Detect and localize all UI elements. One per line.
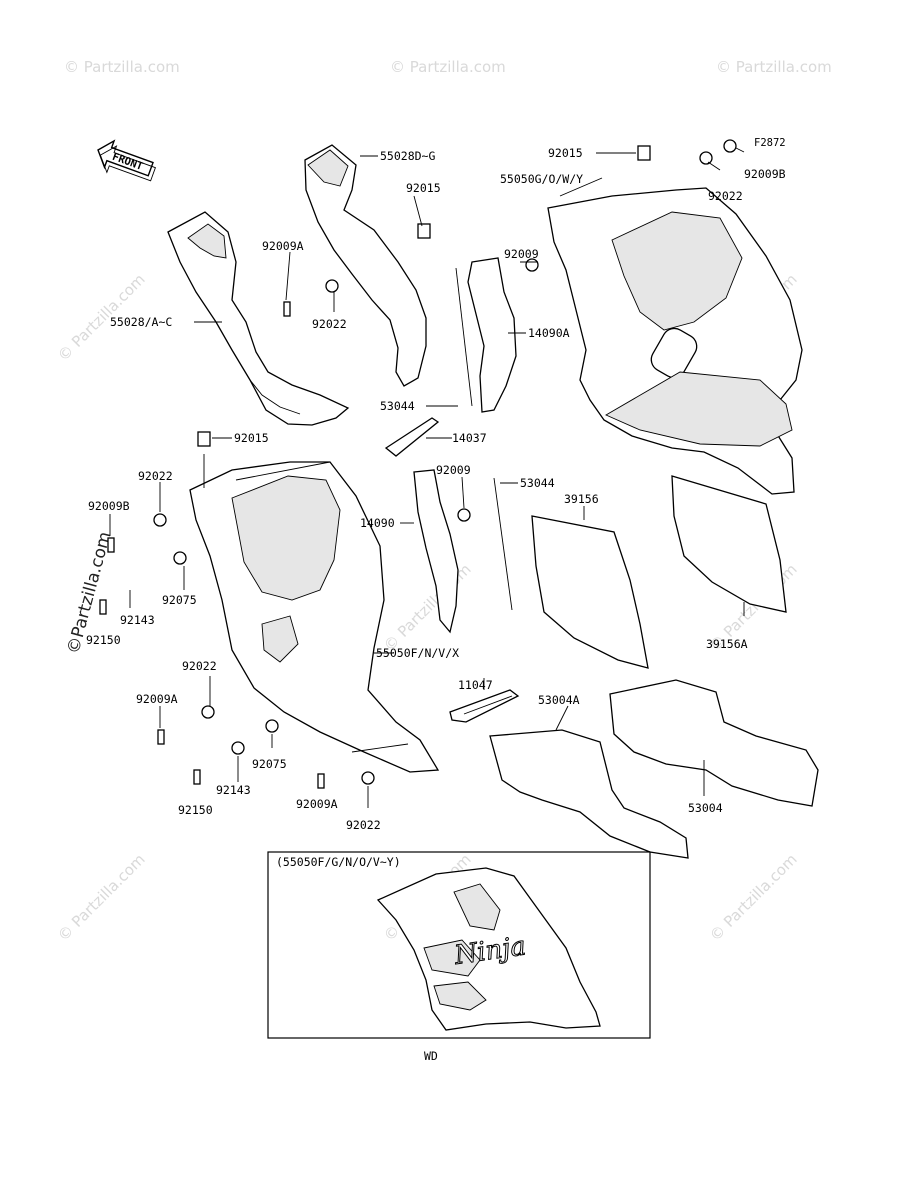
watermark: © Partzilla.com (64, 58, 180, 76)
part-label: 14090 (360, 516, 395, 530)
part-label: 55050G/O/W/Y (500, 172, 583, 186)
part-label: 92015 (234, 431, 269, 445)
part-label: 92022 (708, 189, 743, 203)
leader-lines (109, 147, 745, 808)
bracket-upper (467, 257, 517, 413)
washer-icon (153, 513, 167, 527)
part-label: 92009B (88, 499, 130, 513)
bolt-icon (107, 537, 115, 553)
part-label: 53004 (688, 801, 723, 815)
part-labels: 55028D~G 92015 92009A 92022 55028/A~C 92… (86, 146, 786, 832)
part-label: 92015 (406, 181, 441, 195)
figure-code: F2872 (754, 137, 786, 149)
part-label: 53044 (520, 476, 555, 490)
nut-icon (231, 741, 245, 755)
part-label: 11047 (458, 678, 493, 692)
grommet-icon (265, 719, 279, 733)
screw-icon (99, 599, 107, 615)
part-label: 39156 (564, 492, 599, 506)
insulator-53004 (609, 679, 819, 807)
clip-nut-icon (197, 431, 211, 447)
washer-icon (699, 151, 713, 165)
part-label: 92022 (346, 818, 381, 832)
watermark: © Partzilla.com (54, 850, 149, 945)
part-label: 92009A (262, 239, 304, 253)
part-label: 92009 (436, 463, 471, 477)
part-label: 55050F/N/V/X (376, 646, 459, 660)
part-label: 92075 (252, 757, 287, 771)
pad-39156a (671, 475, 787, 613)
inset-cowl: Ninja (376, 867, 601, 1031)
part-label: 92075 (162, 593, 197, 607)
inner-panel-left (167, 211, 350, 426)
part-label: 92009A (136, 692, 178, 706)
part-label: 53044 (380, 399, 415, 413)
part-label: 92143 (216, 783, 251, 797)
part-label: 55028D~G (380, 149, 435, 163)
part-label: 92022 (312, 317, 347, 331)
part-label: 55028/A~C (110, 315, 172, 329)
watermark: © Partzilla.com (716, 58, 832, 76)
washer-icon (201, 705, 215, 719)
inset-caption: WD (424, 1049, 438, 1063)
bolt-icon (317, 773, 325, 789)
part-label: 92022 (182, 659, 217, 673)
bracket-11047 (449, 689, 520, 723)
clip-nut-icon (637, 145, 651, 161)
grommet-icon (173, 551, 187, 565)
clip-part (384, 417, 440, 457)
part-label: 92009A (296, 797, 338, 811)
front-arrow-icon: FRONT (97, 139, 156, 182)
bolt-icon (457, 508, 471, 522)
watermark: © Partzilla.com (706, 850, 801, 945)
watermark: © Partzilla.com (380, 560, 475, 655)
insulator-53004a (489, 729, 689, 859)
cowl-lower (189, 461, 440, 773)
part-label: 92009 (504, 247, 539, 261)
watermark: © Partzilla.com (390, 58, 506, 76)
part-label: 39156A (706, 637, 748, 651)
part-label: 53004A (538, 693, 580, 707)
part-label: 92143 (120, 613, 155, 627)
inset-box: (55050F/G/N/O/V~Y) Ninja (267, 851, 651, 1039)
inset-label: (55050F/G/N/O/V~Y) (276, 855, 401, 869)
inner-panel-upper (304, 144, 427, 387)
bolt-icon (723, 139, 737, 153)
part-label: 92150 (178, 803, 213, 817)
clip-nut-icon (417, 223, 431, 239)
part-label: 14037 (452, 431, 487, 445)
screw-icon (193, 769, 201, 785)
bracket-lower (413, 469, 459, 634)
bolt-icon (157, 729, 165, 745)
cowl-right (547, 187, 803, 495)
part-label: 14090A (528, 326, 570, 340)
washer-icon (361, 771, 375, 785)
part-label: 92150 (86, 633, 121, 647)
part-label: 92015 (548, 146, 583, 160)
part-label: 92022 (138, 469, 173, 483)
bolt-icon (283, 301, 291, 317)
pad-39156 (531, 515, 649, 669)
part-label: 92009B (744, 167, 786, 181)
washer-icon (325, 279, 339, 293)
